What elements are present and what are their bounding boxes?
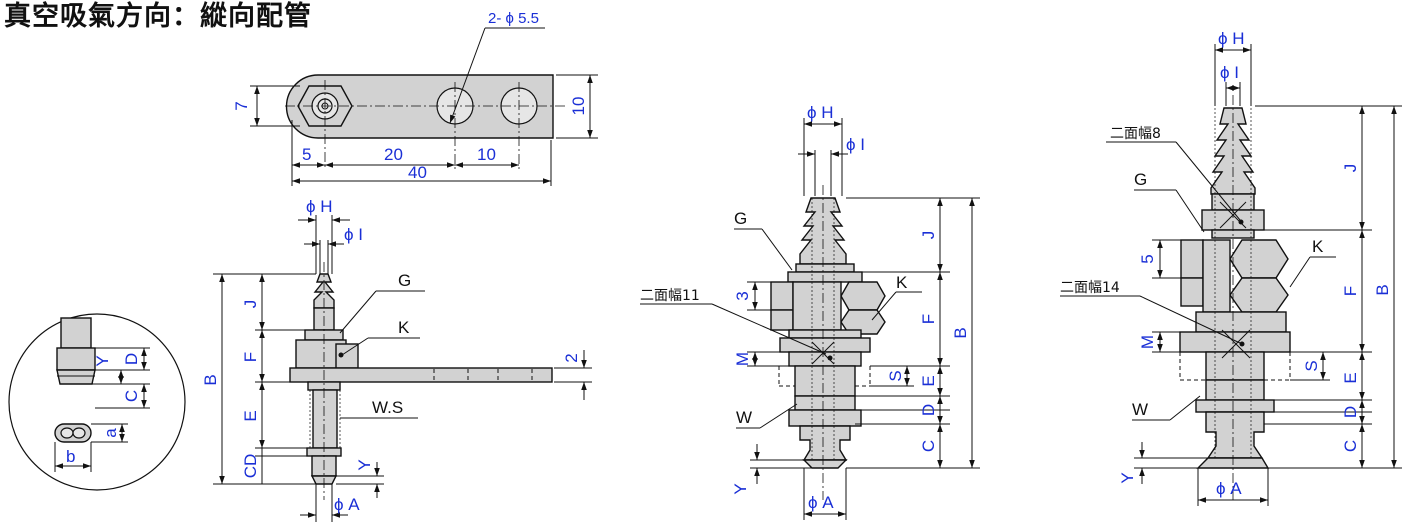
y-label: Y (355, 459, 374, 470)
hole-count-label: 2- ϕ 5.5 (488, 10, 539, 27)
dim-40: 40 (408, 163, 427, 182)
g-label: G (398, 271, 411, 290)
right-phi-i-label: ϕ I (1220, 63, 1239, 82)
mid-m-label: M (733, 352, 752, 366)
mid-d-label: D (919, 404, 938, 416)
mid-c-label: C (919, 440, 938, 452)
phi-h-label: ϕ H (306, 197, 333, 216)
bracket-top-view: 2- ϕ 5.5 7 10 5 20 10 40 (232, 10, 598, 186)
dim-2: 2 (562, 353, 581, 362)
right-s-label: S (1302, 360, 1321, 371)
detail-c-label: C (122, 390, 141, 402)
detail-b-label: b (66, 447, 75, 466)
right-width-across-flats-label: 二面幅14 (1060, 280, 1120, 296)
mid-b-label: B (951, 327, 970, 338)
right-phi-h-label: ϕ H (1218, 29, 1245, 48)
ws-label: W.S (372, 398, 403, 417)
right-phi-a-label: ϕ A (1216, 479, 1242, 498)
mid-dim-3: 3 (733, 291, 752, 300)
page-title: 真空吸氣方向：縱向配管 (4, 1, 312, 32)
mid-k-label: K (896, 273, 908, 292)
mid-e-label: E (919, 375, 938, 386)
left-side-view: ϕ H ϕ I G K W.S B J F E CD 2 (201, 197, 592, 522)
right-y-label: Y (1118, 472, 1137, 483)
mid-j-label: J (919, 231, 938, 240)
detail-d-label: D (122, 353, 141, 365)
mid-g-label: G (734, 209, 747, 228)
mid-y-label: Y (731, 483, 750, 494)
dim-10-height: 10 (569, 97, 588, 116)
b-label: B (201, 374, 220, 385)
right-m-label: M (1138, 335, 1157, 349)
mid-s-label: S (886, 370, 905, 381)
mid-phi-a-label: ϕ A (808, 493, 834, 512)
mid-phi-i-label: ϕ I (846, 135, 865, 154)
right-c-label: C (1341, 440, 1360, 452)
right-view: ϕ H ϕ I 二面幅8 G K 二面幅14 W 5 M Y (1060, 29, 1402, 506)
middle-view: ϕ H ϕ I G K 二面幅11 W 3 M Y (640, 103, 980, 520)
mid-width-across-flats-label: 二面幅11 (640, 288, 700, 304)
phi-a-label: ϕ A (334, 495, 360, 514)
dim-20: 20 (384, 145, 403, 164)
right-j-label: J (1341, 164, 1360, 173)
right-d-label: D (1341, 406, 1360, 418)
right-e-label: E (1341, 372, 1360, 383)
detail-a-label: a (101, 428, 120, 438)
phi-i-label: ϕ I (344, 225, 363, 244)
dim-10: 10 (477, 145, 496, 164)
f-label: F (241, 352, 260, 362)
j-label: J (241, 300, 260, 309)
mid-phi-h-label: ϕ H (807, 103, 834, 122)
cd-label: CD (241, 454, 260, 479)
mid-w-label: W (736, 408, 752, 427)
right-b-label: B (1373, 284, 1392, 295)
k-label: K (398, 318, 410, 337)
right-f-label: F (1341, 286, 1360, 296)
right-k-label: K (1312, 237, 1324, 256)
right-width-across-flats-top-label: 二面幅8 (1110, 126, 1161, 142)
dim-5: 5 (302, 145, 311, 164)
right-w-label: W (1132, 400, 1148, 419)
right-g-label: G (1134, 170, 1147, 189)
detail-view: Y D C a b (8, 313, 186, 491)
dim-7: 7 (232, 101, 251, 110)
e-label: E (241, 410, 260, 421)
detail-y-label: Y (93, 355, 112, 366)
mid-f-label: F (919, 314, 938, 324)
right-dim-5: 5 (1138, 254, 1157, 263)
